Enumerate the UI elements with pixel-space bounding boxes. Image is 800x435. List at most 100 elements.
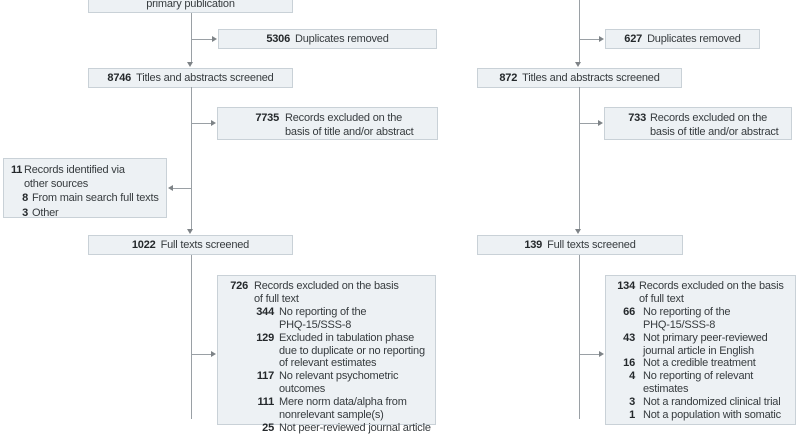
exclusion-reason-item: 1 Not a population with somatic [621, 409, 795, 422]
box-titles-screened-right: 872 Titles and abstracts screened [477, 68, 682, 88]
reason-text: Excluded in tabulation phase due to dupl… [279, 331, 425, 370]
arrow-right-icon [599, 350, 604, 357]
reason-count: 16 [623, 357, 635, 370]
arrow-right-icon [599, 35, 604, 42]
spine-right-segment-3 [578, 255, 580, 419]
primary-publication-label: primary publication [146, 0, 235, 10]
duplicates-count-right: 627 [624, 33, 643, 45]
exclusion-reason-item: 25 Not peer-reviewed journal article [254, 422, 435, 435]
reason-count: 3 [629, 396, 635, 409]
box-title-abstract-excluded-right: 733 Records excluded on the basis of tit… [604, 107, 792, 140]
reason-text: Not peer-reviewed journal article [279, 421, 431, 434]
other-sources-text: Records identified via other sources [24, 164, 125, 191]
full-texts-label-left: Full texts screened [160, 239, 250, 251]
other-sources-item-text: Other [32, 206, 59, 219]
arrow-right-icon [211, 350, 216, 357]
connector-fulltext-excluded-right [579, 354, 599, 355]
spine-left-segment-1 [190, 13, 192, 62]
title-excluded-text-right: Records excluded on the basis of title a… [650, 112, 779, 138]
fulltext-excluded-text-left: Records excluded on the basis of full te… [254, 280, 399, 305]
titles-screened-label-left: Titles and abstracts screened [136, 71, 274, 84]
arrow-down-icon [575, 62, 581, 67]
arrow-right-icon [598, 119, 603, 126]
fulltext-excluded-count-right: 134 [617, 280, 635, 292]
reason-text: No reporting of relevant estimates [643, 370, 754, 396]
exclusion-reason-item: 4 No reporting of relevant estimates [621, 370, 795, 396]
reason-text: Mere norm data/alpha from nonrelevant sa… [279, 396, 407, 422]
full-texts-label-right: Full texts screened [547, 239, 636, 251]
fulltext-excluded-main-row-left: 726 Records excluded on the basis of ful… [227, 280, 435, 306]
box-full-texts-screened-left: 1022 Full texts screened [88, 235, 293, 255]
connector-fulltext-excluded-left [191, 354, 211, 355]
exclusion-reason-item: 66 No reporting of the PHQ-15/SSS-8 [621, 306, 795, 332]
reason-count: 25 [262, 421, 274, 434]
spine-left-segment-3 [190, 255, 192, 419]
reason-text: Not a population with somatic [643, 409, 781, 422]
reason-text: No reporting of the PHQ-15/SSS-8 [643, 305, 731, 331]
reason-count: 1 [629, 409, 635, 422]
fulltext-excluded-main-row-right: 134 Records excluded on the basis of ful… [617, 280, 795, 306]
reason-count: 117 [256, 370, 274, 383]
spine-right-segment-1 [578, 0, 580, 62]
connector-title-excluded-left [191, 123, 211, 124]
exclusion-reason-item: 111 Mere norm data/alpha from nonrelevan… [254, 396, 435, 422]
reason-count: 129 [256, 331, 274, 344]
exclusion-reason-item: 129 Excluded in tabulation phase due to … [254, 332, 435, 371]
reason-count: 111 [257, 396, 274, 409]
reason-text: Not a randomized clinical trial [643, 396, 781, 409]
spine-left-segment-2 [190, 87, 192, 229]
other-sources-item: 8 From main search full texts [20, 191, 166, 205]
other-sources-item: 3 Other [20, 206, 166, 220]
arrow-right-icon [211, 119, 216, 126]
full-texts-count-left: 1022 [131, 239, 156, 251]
spine-right-segment-2 [578, 87, 580, 229]
duplicates-label-left: Duplicates removed [295, 33, 389, 45]
arrow-left-icon [168, 184, 173, 191]
exclusion-reason-item: 16 Not a credible treatment [621, 357, 795, 370]
exclusion-reason-item: 344 No reporting of the PHQ-15/SSS-8 [254, 306, 435, 332]
reason-text: Not a credible treatment [643, 357, 756, 370]
duplicates-label-right: Duplicates removed [647, 33, 741, 45]
arrow-down-icon [187, 229, 193, 234]
other-sources-item-count: 8 [22, 192, 28, 205]
title-excluded-text-left: Records excluded on the basis of title a… [285, 112, 414, 138]
fulltext-excluded-count-left: 726 [230, 280, 248, 292]
arrow-right-icon [212, 35, 217, 42]
fulltext-excluded-text-right: Records excluded on the basis of full te… [639, 280, 784, 305]
box-full-text-excluded-left: 726 Records excluded on the basis of ful… [217, 275, 436, 434]
connector-title-excluded-right [579, 123, 598, 124]
arrow-down-icon [575, 229, 581, 234]
titles-screened-count-left: 8746 [107, 71, 132, 84]
full-texts-count-right: 139 [524, 239, 543, 251]
box-title-abstract-excluded-left: 7735 Records excluded on the basis of ti… [217, 107, 438, 140]
prisma-flow-diagram: primary publication 5306 Duplicates remo… [3, 0, 796, 434]
other-sources-main-row: 11 Records identified via other sources [11, 163, 166, 191]
connector-duplicates-right [579, 39, 599, 40]
arrow-down-icon [187, 62, 193, 67]
box-other-sources: 11 Records identified via other sources … [3, 158, 167, 220]
other-sources-item-text: From main search full texts [32, 192, 159, 205]
exclusion-reason-item: 43 Not primary peer-reviewed journal art… [621, 332, 795, 358]
box-full-texts-screened-right: 139 Full texts screened [477, 235, 683, 255]
titles-screened-label-right: Titles and abstracts screened [522, 71, 660, 84]
box-primary-publication-left: primary publication [88, 0, 293, 13]
reason-text: Not primary peer-reviewed journal articl… [643, 331, 768, 357]
titles-screened-count-right: 872 [499, 71, 518, 84]
connector-duplicates-left [191, 39, 212, 40]
other-sources-count: 11 [11, 164, 23, 176]
reason-text: No relevant psychometric outcomes [279, 370, 399, 396]
title-excluded-count-right: 733 [628, 112, 646, 124]
reason-count: 344 [256, 305, 274, 318]
reason-count: 4 [629, 370, 635, 383]
connector-other-sources [173, 188, 191, 189]
box-titles-screened-left: 8746 Titles and abstracts screened [88, 68, 293, 88]
other-sources-item-count: 3 [22, 206, 28, 219]
box-duplicates-removed-right: 627 Duplicates removed [605, 29, 760, 49]
reason-count: 43 [623, 331, 635, 344]
duplicates-count-left: 5306 [266, 33, 291, 45]
reason-text: No reporting of the PHQ-15/SSS-8 [279, 305, 367, 331]
reason-count: 66 [623, 305, 635, 318]
title-excluded-count-left: 7735 [255, 112, 279, 124]
exclusion-reason-item: 3 Not a randomized clinical trial [621, 396, 795, 409]
box-duplicates-removed-left: 5306 Duplicates removed [218, 29, 437, 49]
